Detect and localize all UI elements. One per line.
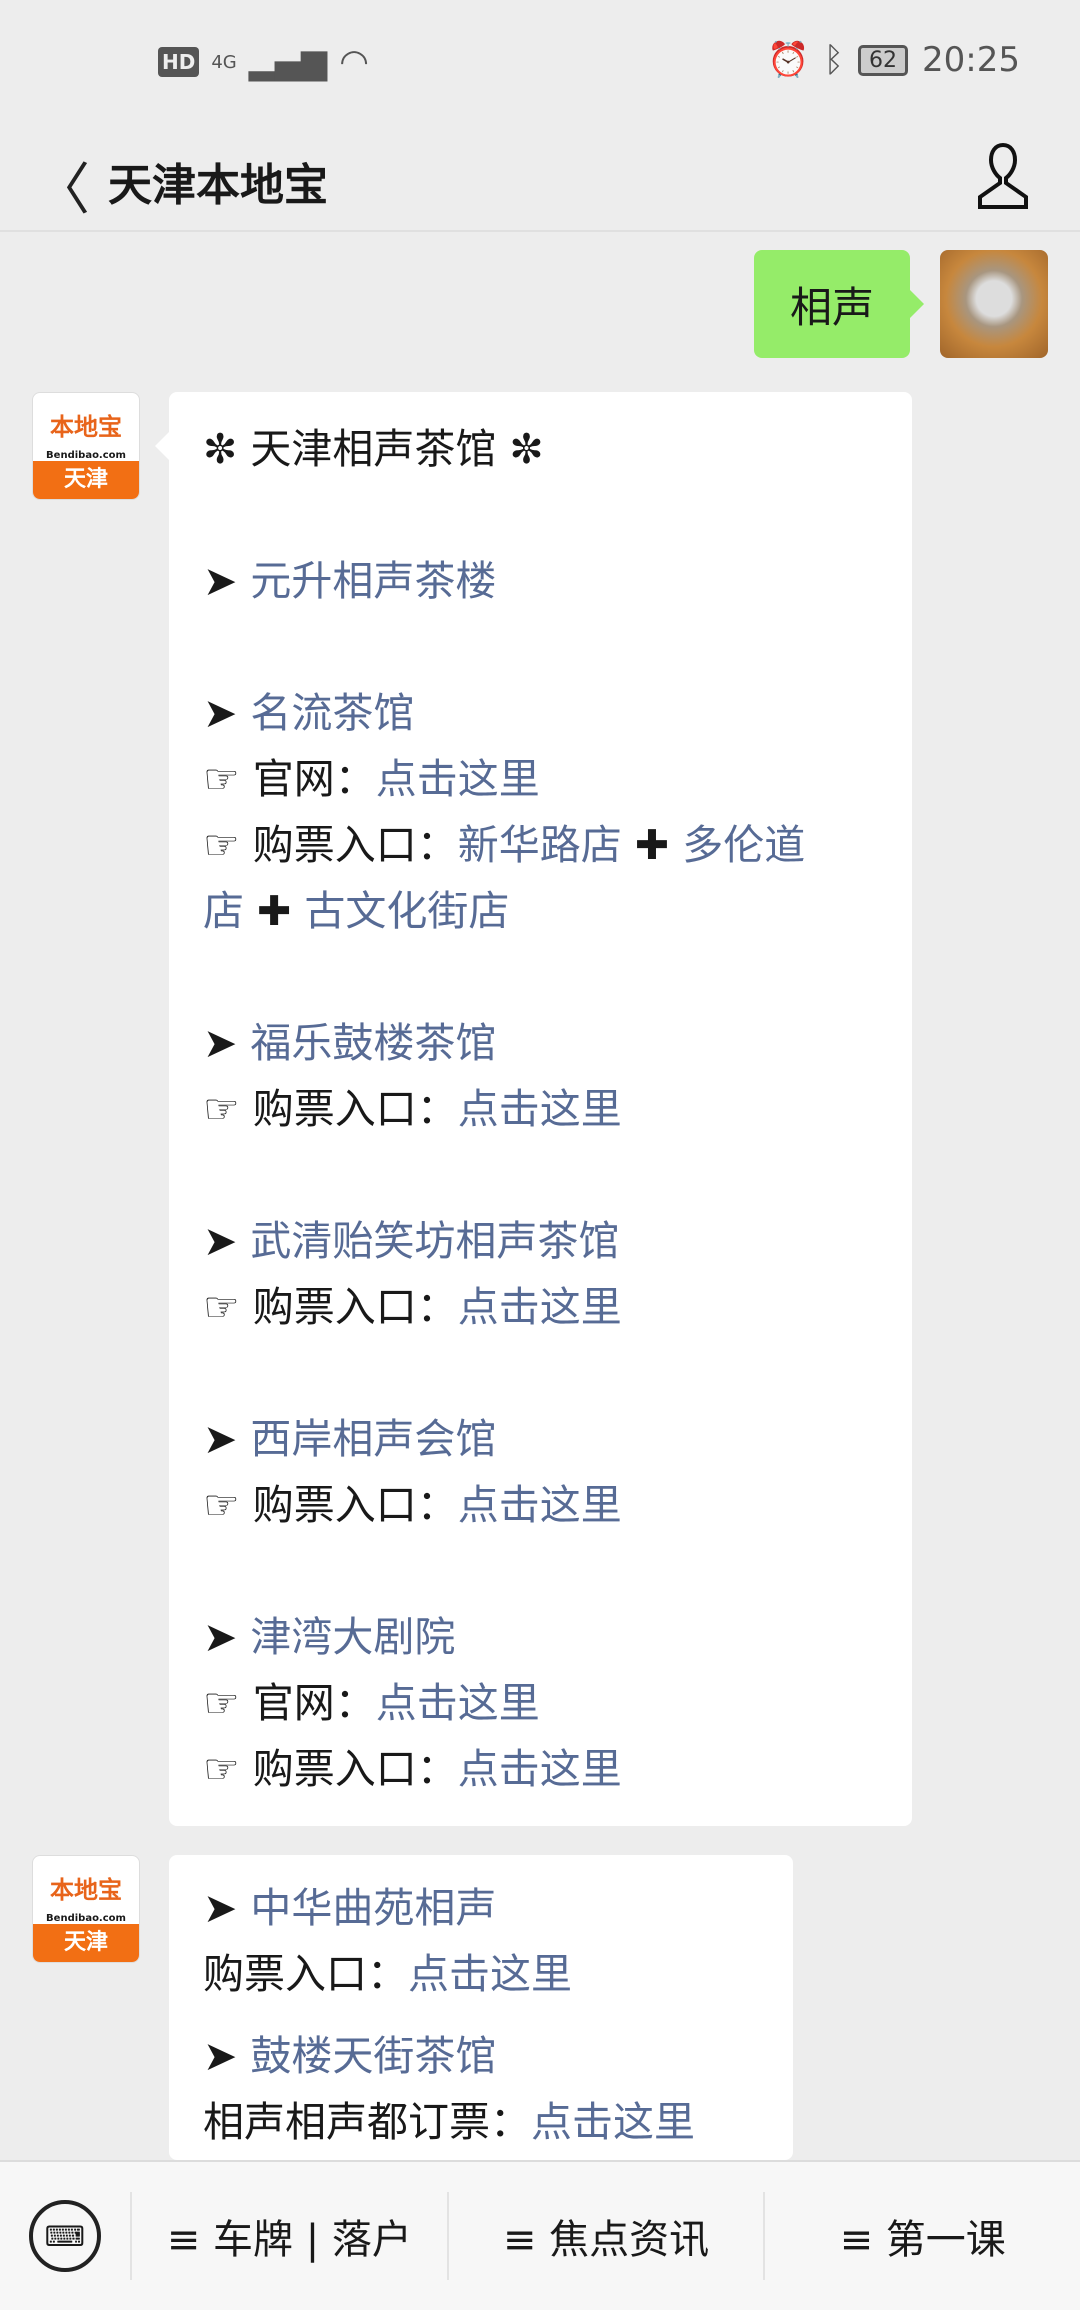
user-avatar[interactable] bbox=[940, 250, 1048, 358]
message-text: ☞ 购票入口： bbox=[203, 1745, 458, 1793]
message-line: ☞ 购票入口：点击这里 bbox=[203, 1274, 882, 1340]
message-text: ➤ bbox=[203, 1415, 251, 1463]
message-link[interactable]: 古文化街店 bbox=[304, 887, 510, 935]
network-label: 4G bbox=[211, 51, 237, 73]
menu-item-lesson[interactable]: ≡ 第一课 bbox=[763, 2192, 1080, 2280]
message-text: ➤ bbox=[203, 1613, 251, 1661]
message-line bbox=[203, 482, 882, 548]
logo-domain: Bendibao.com bbox=[46, 1913, 126, 1924]
message-text: ☞ 购票入口： bbox=[203, 821, 458, 869]
message-link[interactable]: 新华路店 bbox=[457, 821, 622, 869]
message-link[interactable]: 点击这里 bbox=[375, 755, 540, 803]
message-line: ➤ 鼓楼天街茶馆 bbox=[203, 2023, 763, 2089]
back-button[interactable]: 〈 bbox=[34, 158, 90, 223]
chat-title: 天津本地宝 bbox=[108, 160, 328, 211]
battery-icon: 62 bbox=[858, 44, 909, 76]
hd-icon: HD bbox=[158, 47, 200, 77]
message-link[interactable]: 点击这里 bbox=[457, 1745, 622, 1793]
message-line: ☞ 官网：点击这里 bbox=[203, 1670, 882, 1736]
message-line: 店 ✚ 古文化街店 bbox=[203, 878, 882, 944]
message-line: 相声相声都订票：点击这里 bbox=[203, 2089, 763, 2155]
message-line bbox=[203, 944, 882, 1010]
bot-message-bubble: ➤ 中华曲苑相声购票入口：点击这里➤ 鼓楼天街茶馆相声相声都订票：点击这里 bbox=[169, 1855, 793, 2160]
message-text: ✼ 天津相声茶馆 ✼ bbox=[203, 425, 544, 473]
alarm-icon: ⏰ bbox=[767, 40, 810, 80]
bottom-menu-bar: ⌨ ≡ 车牌 | 落户 ≡ 焦点资讯 ≡ 第一课 bbox=[0, 2160, 1080, 2310]
logo-city: 天津 bbox=[33, 461, 139, 499]
message-line bbox=[203, 1538, 882, 1604]
message-line: ☞ 官网：点击这里 bbox=[203, 746, 882, 812]
signal-icon: ▂▄▆ bbox=[248, 42, 328, 82]
message-text: ➤ bbox=[203, 557, 251, 605]
message-text: ✚ bbox=[621, 821, 683, 869]
logo-text: 本地宝 bbox=[50, 413, 122, 441]
message-text: 相声相声都订票： bbox=[203, 2098, 531, 2146]
message-line: ☞ 购票入口：点击这里 bbox=[203, 1736, 882, 1802]
user-message-bubble[interactable]: 相声 bbox=[754, 250, 924, 358]
logo-text: 本地宝 bbox=[50, 1876, 122, 1904]
message-text: ➤ bbox=[203, 1019, 251, 1067]
message-text: ➤ bbox=[203, 1217, 251, 1265]
chat-header: 〈 天津本地宝 bbox=[0, 125, 1080, 232]
bot-message-bubble: ✼ 天津相声茶馆 ✼➤ 元升相声茶楼➤ 名流茶馆☞ 官网：点击这里☞ 购票入口：… bbox=[155, 392, 912, 1826]
status-bar: HD 4G ▂▄▆ ◠ ⏰ ᛒ 62 20:25 bbox=[0, 0, 1080, 125]
message-text: ☞ 官网： bbox=[203, 1679, 376, 1727]
message-text: ☞ 购票入口： bbox=[203, 1283, 458, 1331]
message-link[interactable]: 武清贻笑坊相声茶馆 bbox=[250, 1217, 620, 1265]
keyboard-toggle-button[interactable]: ⌨ bbox=[0, 2200, 130, 2272]
message-link[interactable]: 点击这里 bbox=[457, 1085, 622, 1133]
message-line bbox=[203, 614, 882, 680]
message-line: ➤ 武清贻笑坊相声茶馆 bbox=[203, 1208, 882, 1274]
message-link[interactable]: 中华曲苑相声 bbox=[250, 1884, 497, 1932]
message-line: ➤ 元升相声茶楼 bbox=[203, 548, 882, 614]
message-link[interactable]: 点击这里 bbox=[408, 1950, 572, 1998]
message-line bbox=[203, 1142, 882, 1208]
message-link[interactable]: 多伦道 bbox=[682, 821, 806, 869]
message-text: ➤ bbox=[203, 2032, 251, 2080]
message-text: 购票入口： bbox=[203, 1950, 408, 1998]
message-link[interactable]: 点击这里 bbox=[457, 1481, 622, 1529]
message-line: ☞ 购票入口：点击这里 bbox=[203, 1076, 882, 1142]
logo-city: 天津 bbox=[33, 1924, 139, 1962]
message-text: ➤ bbox=[203, 689, 251, 737]
message-line bbox=[203, 1340, 882, 1406]
bot-avatar[interactable]: 本地宝 Bendibao.com 天津 bbox=[32, 392, 140, 500]
message-link[interactable]: 西岸相声会馆 bbox=[250, 1415, 497, 1463]
keyboard-icon: ⌨ bbox=[29, 2200, 101, 2272]
message-link[interactable]: 福乐鼓楼茶馆 bbox=[250, 1019, 497, 1067]
message-link[interactable]: 店 bbox=[203, 887, 244, 935]
message-text: ☞ 官网： bbox=[203, 755, 376, 803]
message-link[interactable]: 点击这里 bbox=[457, 1283, 622, 1331]
message-line: ➤ 名流茶馆 bbox=[203, 680, 882, 746]
message-link[interactable]: 津湾大剧院 bbox=[250, 1613, 456, 1661]
message-line: ✼ 天津相声茶馆 ✼ bbox=[203, 416, 882, 482]
menu-item-plate[interactable]: ≡ 车牌 | 落户 bbox=[130, 2192, 447, 2280]
message-line: ➤ 津湾大剧院 bbox=[203, 1604, 882, 1670]
message-text: ✚ bbox=[244, 887, 305, 935]
bluetooth-icon: ᛒ bbox=[823, 40, 845, 80]
message-line: ➤ 中华曲苑相声 bbox=[203, 1875, 763, 1941]
logo-domain: Bendibao.com bbox=[46, 450, 126, 461]
message-text: ☞ 购票入口： bbox=[203, 1085, 458, 1133]
message-text: ☞ 购票入口： bbox=[203, 1481, 458, 1529]
message-line: ☞ 购票入口：新华路店 ✚ 多伦道 bbox=[203, 812, 882, 878]
message-line: 购票入口：点击这里 bbox=[203, 1941, 763, 2007]
menu-item-news[interactable]: ≡ 焦点资讯 bbox=[446, 2192, 764, 2280]
wifi-icon: ◠ bbox=[339, 42, 369, 82]
message-line: ☞ 购票入口：点击这里 bbox=[203, 1472, 882, 1538]
message-line: ➤ 福乐鼓楼茶馆 bbox=[203, 1010, 882, 1076]
message-link[interactable]: 点击这里 bbox=[375, 1679, 540, 1727]
message-text: ➤ bbox=[203, 1884, 251, 1932]
message-link[interactable]: 名流茶馆 bbox=[250, 689, 415, 737]
message-line bbox=[203, 2007, 763, 2023]
message-link[interactable]: 点击这里 bbox=[531, 2098, 695, 2146]
profile-icon[interactable] bbox=[974, 141, 1032, 211]
message-link[interactable]: 鼓楼天街茶馆 bbox=[250, 2032, 497, 2080]
clock: 20:25 bbox=[922, 40, 1020, 80]
bot-avatar[interactable]: 本地宝 Bendibao.com 天津 bbox=[32, 1855, 140, 1963]
message-line: ➤ 西岸相声会馆 bbox=[203, 1406, 882, 1472]
message-link[interactable]: 元升相声茶楼 bbox=[250, 557, 497, 605]
